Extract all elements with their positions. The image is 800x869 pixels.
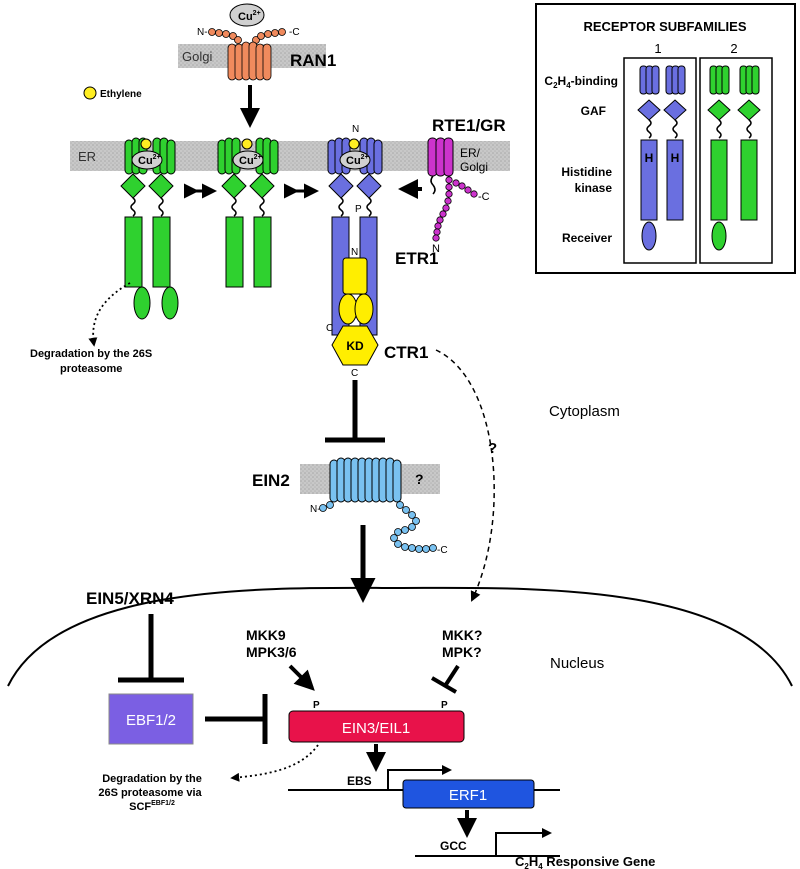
ein3-degradation-label-1: Degradation by the — [102, 773, 202, 785]
mkk9-label: MKK9 — [246, 627, 286, 643]
legend-title: RECEPTOR SUBFAMILIES — [583, 19, 746, 34]
golgi-label: Golgi — [182, 49, 212, 64]
phospho-p-etr1: P — [355, 204, 362, 215]
cytoplasm-label: Cytoplasm — [549, 403, 620, 420]
ran1-label: RAN1 — [290, 51, 336, 70]
etr1-label: ETR1 — [395, 249, 438, 268]
responsive-transcription-start — [495, 828, 552, 856]
rte1-c-terminus: -C — [478, 191, 490, 203]
svg-text:Cu2+: Cu2+ — [138, 154, 161, 167]
erf1-transcription-start — [387, 765, 452, 790]
ebf-label: EBF1/2 — [126, 712, 176, 729]
er-golgi-label-1: ER/ — [460, 146, 481, 160]
legend-receiver: Receiver — [562, 231, 612, 245]
phospho-p-ein3-left: P — [313, 700, 320, 711]
ethylene-label: Ethylene — [100, 89, 142, 100]
mkk-inhibition-bar — [430, 676, 458, 694]
ein3-box — [288, 710, 465, 743]
legend-gaf: GAF — [581, 104, 606, 118]
ran1-transporter: Golgi Cu2+ N- -C RAN1 — [178, 3, 336, 81]
c2h4-responsive-gene-label: C2H4 Responsive Gene — [515, 854, 655, 869]
ran1-n-terminus: N- — [197, 27, 208, 38]
ethylene-legend-dot — [83, 86, 97, 100]
svg-text:Cu2+: Cu2+ — [238, 10, 261, 23]
ctr1-protein: KD — [331, 257, 379, 366]
unknown-mechanism-question: ? — [488, 440, 497, 457]
subfamily1-receptor: H H — [637, 65, 687, 251]
ein3-degradation-label-2: 26S proteasome via — [98, 787, 202, 799]
ctr1-nuclear-dashed-arrow — [435, 349, 495, 602]
mpk-unknown-label: MPK? — [442, 644, 482, 660]
legend-kinase: kinase — [575, 181, 613, 195]
subfamily2-receptor-dimer-b: Cu2+ — [217, 137, 279, 288]
ebf-box — [108, 693, 194, 745]
ein3-label: EIN3/EIL1 — [342, 720, 410, 737]
phospho-p-ein3-right: P — [441, 700, 448, 711]
legend-c2h4-binding: C2H4-binding — [544, 74, 618, 90]
mkk-unknown-label: MKK? — [442, 627, 482, 643]
ein3-degradation-arrow — [230, 744, 319, 782]
legend-histidine: Histidine — [561, 165, 612, 179]
receptor-subfamilies-legend: RECEPTOR SUBFAMILIES 1 2 C2H4-binding GA… — [535, 3, 796, 274]
er-golgi-label-2: Golgi — [460, 160, 488, 174]
ein3-degradation-label-3: SCFEBF1/2 — [129, 800, 175, 813]
svg-text:Cu2+: Cu2+ — [239, 154, 262, 167]
legend-col1: 1 — [654, 41, 661, 56]
degradation-label-1: Degradation by the 26S — [30, 348, 152, 360]
ran1-c-terminus: -C — [289, 27, 300, 38]
ein2-n-terminus: N- — [310, 504, 321, 515]
ebs-label: EBS — [347, 774, 372, 788]
legend-col2: 2 — [730, 41, 737, 56]
svg-text:H: H — [671, 151, 680, 165]
rte1-label: RTE1/GR — [432, 116, 506, 135]
mkk-inhibition-line — [443, 664, 460, 688]
rte1-n-terminus: N — [432, 243, 440, 255]
etr1-c-terminus: C — [326, 323, 333, 334]
ein2-label: EIN2 — [252, 471, 290, 490]
subfamily1-box — [623, 57, 697, 264]
mpk36-label: MPK3/6 — [246, 644, 297, 660]
etr1-n-terminus: N — [352, 124, 359, 135]
er-label: ER — [78, 149, 96, 164]
kinase-domain-label: KD — [346, 339, 364, 353]
ctr1-n-terminus: N — [351, 247, 358, 258]
ein5-label: EIN5/XRN4 — [86, 589, 174, 608]
ein2-protein: ? N- -C — [300, 457, 448, 556]
degradation-label-2: proteasome — [60, 363, 122, 375]
erf1-box — [402, 779, 535, 809]
ein2-membrane-question: ? — [415, 471, 424, 487]
subfamily2-receptor — [707, 65, 761, 251]
ctr1-label: CTR1 — [384, 343, 428, 362]
cu-ion-ran1 — [229, 3, 265, 27]
degradation-arrow-receptor — [88, 282, 131, 347]
ein2-c-terminus: -C — [437, 545, 448, 556]
svg-text:Cu2+: Cu2+ — [346, 154, 369, 167]
nuclear-envelope — [7, 586, 793, 687]
gcc-label: GCC — [440, 839, 467, 853]
rte1-protein — [427, 137, 478, 242]
svg-text:H: H — [645, 151, 654, 165]
nucleus-label: Nucleus — [550, 655, 604, 672]
ctr1-c-terminus: C — [351, 368, 358, 379]
subfamily2-box — [699, 57, 773, 264]
mkk9-activation-arrow — [288, 664, 315, 691]
erf1-label: ERF1 — [449, 787, 487, 804]
subfamily2-receptor-dimer-a: Cu2+ — [120, 137, 179, 320]
